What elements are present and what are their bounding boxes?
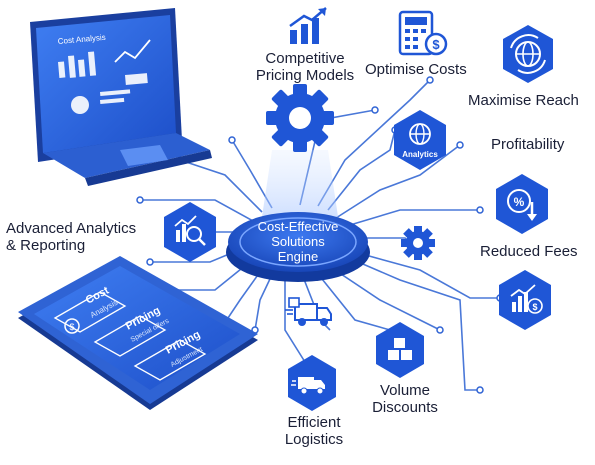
small-gear-icon — [401, 226, 435, 260]
globe-icon: Analytics — [394, 110, 446, 170]
light-beam — [260, 150, 340, 230]
globe-refresh-icon — [503, 25, 553, 83]
svg-text:$: $ — [432, 37, 440, 52]
boxes-icon — [376, 322, 424, 378]
label-competitive-line1: Competitive — [265, 50, 345, 67]
label-advanced-line1: Advanced Analytics — [6, 220, 137, 237]
laptop-illustration: Cost Analysis — [30, 8, 212, 186]
label-profitability: Profitability — [491, 136, 565, 153]
laptop-title: Cost Analysis — [57, 33, 106, 46]
label-logistics-line1: Efficient — [287, 414, 341, 431]
label-advanced-analytics: Advanced Analytics & Reporting — [6, 220, 136, 254]
label-volume-line1: Volume — [379, 382, 431, 399]
truck-icon — [288, 355, 336, 411]
label-maximise-reach: Maximise Reach — [468, 92, 579, 109]
label-advanced-line2: & Reporting — [6, 237, 86, 254]
trend-up-icon — [289, 7, 327, 44]
hub-label-line2: Solutions — [271, 234, 325, 249]
hub-label: Cost-Effective Solutions Engine — [248, 219, 348, 264]
label-reduced-fees: Reduced Fees — [480, 243, 578, 260]
label-logistics-line2: Logistics — [284, 431, 344, 448]
svg-text:%: % — [514, 195, 525, 209]
analytics-badge-text: Analytics — [402, 150, 438, 159]
label-volume-discounts: Volume Discounts — [362, 382, 448, 416]
delivery-truck-icon — [285, 297, 332, 326]
hub-label-line1: Cost-Effective — [257, 219, 339, 234]
label-efficient-logistics: Efficient Logistics — [274, 414, 354, 448]
gear-icon — [266, 84, 334, 152]
percent-down-icon: % — [496, 174, 548, 234]
svg-text:$: $ — [69, 322, 74, 332]
label-optimise-costs: Optimise Costs — [365, 61, 467, 78]
tablet-illustration: $ Cost Analysis Pricing Special offers P… — [18, 256, 258, 410]
hub-label-line3: Engine — [277, 249, 319, 264]
hub-disc — [226, 212, 370, 282]
label-volume-line2: Discounts — [372, 399, 438, 416]
label-competitive-line2: Pricing Models — [255, 67, 355, 84]
calculator-icon: $ — [398, 10, 448, 56]
label-competitive-pricing: Competitive Pricing Models — [246, 50, 364, 84]
svg-text:$: $ — [532, 302, 537, 312]
magnifier-chart-icon — [164, 202, 216, 262]
chart-dollar-icon: $ — [499, 270, 551, 330]
